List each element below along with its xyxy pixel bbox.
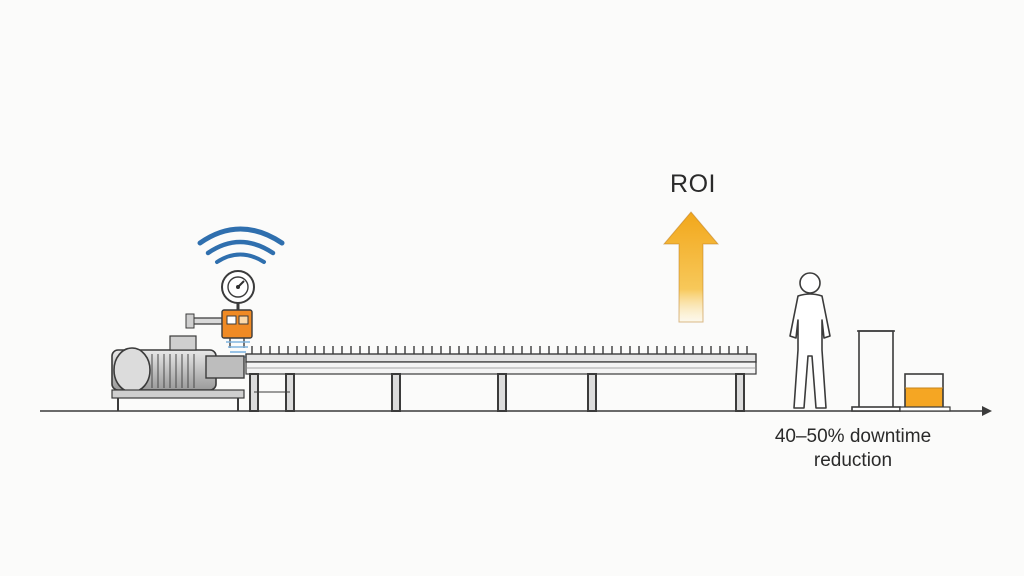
sensor-unit: [185, 309, 253, 358]
pressure-gauge-icon: [221, 270, 255, 312]
roi-label: ROI: [670, 170, 716, 198]
roller-conveyor-icon: [245, 346, 757, 412]
caption-line-2: reduction: [813, 450, 893, 471]
filled-container-icon: [899, 373, 951, 412]
wifi-signal-icon: [197, 226, 285, 264]
caption-line-1: 40–50% downtime: [774, 426, 932, 447]
downtime-caption: 40–50% downtime reduction: [748, 425, 958, 473]
up-arrow-icon: [662, 211, 720, 323]
ground-line: [40, 406, 992, 416]
conveyor-legs: [249, 373, 745, 412]
person-silhouette-icon: [789, 272, 831, 409]
electric-motor-icon: [111, 335, 245, 411]
empty-frame-icon: [851, 330, 901, 412]
